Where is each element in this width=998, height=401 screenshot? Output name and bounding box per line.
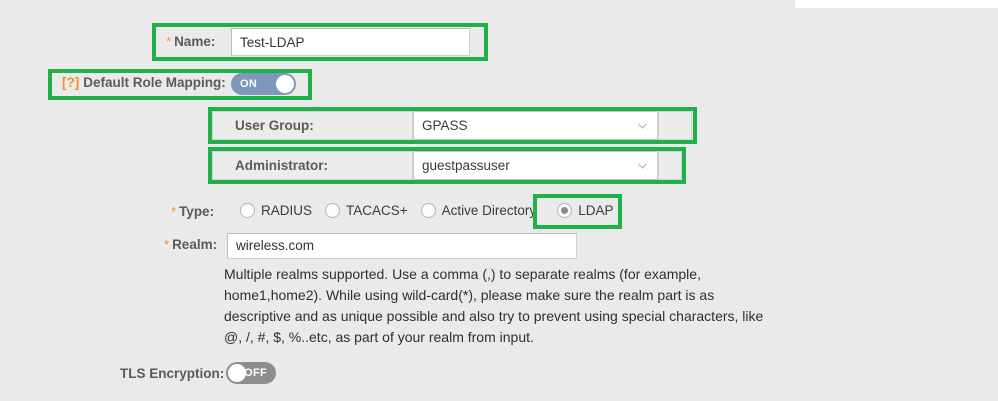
default-role-mapping-toggle-state: ON [240, 78, 258, 90]
type-option-radius[interactable]: RADIUS [240, 203, 312, 218]
type-option-ldap-label: LDAP [578, 203, 614, 218]
required-marker-icon: * [171, 204, 177, 219]
administrator-trailing-cell [658, 151, 682, 180]
type-option-active-directory-label: Active Directory [441, 203, 537, 218]
toggle-knob-icon [228, 364, 246, 382]
realm-label: Realm: [172, 237, 218, 252]
user-group-select[interactable]: GPASS [413, 111, 658, 140]
chevron-down-icon [637, 163, 648, 169]
toggle-knob-icon [276, 75, 294, 93]
help-question-icon: [?] [62, 75, 80, 90]
user-group-label: User Group: [235, 118, 314, 133]
type-radio-group[interactable]: RADIUS TACACS+ Active Directory LDAP [240, 203, 613, 218]
tls-encryption-toggle[interactable]: OFF [226, 362, 276, 384]
tls-encryption-label: TLS Encryption: [120, 366, 225, 381]
radio-unchecked-icon[interactable] [420, 203, 436, 218]
type-option-tacacs[interactable]: TACACS+ [325, 203, 408, 218]
user-group-trailing-cell [658, 111, 692, 140]
required-marker-icon: * [164, 237, 170, 252]
user-group-selected-value: GPASS [422, 118, 468, 133]
user-group-label-cell: User Group: [212, 111, 413, 140]
realm-help-text: Multiple realms supported. Use a comma (… [224, 266, 764, 345]
tls-encryption-toggle-state: OFF [244, 367, 267, 379]
chevron-down-icon [637, 123, 648, 129]
type-option-active-directory[interactable]: Active Directory [420, 203, 537, 218]
administrator-select[interactable]: guestpassuser [413, 151, 658, 180]
default-role-mapping-label-group: [?] Default Role Mapping: [62, 75, 226, 90]
name-label: Name: [174, 34, 216, 49]
realm-field-label: * Realm: [164, 237, 217, 252]
administrator-selected-value: guestpassuser [422, 158, 510, 173]
radio-unchecked-icon[interactable] [325, 203, 341, 218]
top-edge-strip [795, 0, 998, 8]
name-field-label: * Name: [166, 34, 215, 49]
realm-input[interactable] [227, 233, 577, 259]
type-label: Type: [179, 204, 215, 219]
type-option-tacacs-label: TACACS+ [346, 203, 408, 218]
default-role-mapping-label: Default Role Mapping: [83, 75, 226, 90]
type-option-ldap[interactable]: LDAP [557, 203, 613, 218]
radio-checked-icon[interactable] [557, 203, 573, 218]
type-field-label: * Type: [171, 204, 214, 219]
administrator-label: Administrator: [235, 158, 329, 173]
radio-unchecked-icon[interactable] [240, 203, 255, 218]
required-marker-icon: * [166, 34, 172, 49]
type-option-radius-label: RADIUS [261, 203, 313, 218]
administrator-label-cell: Administrator: [212, 151, 413, 180]
name-input[interactable] [231, 28, 470, 56]
default-role-mapping-toggle[interactable]: ON [231, 73, 296, 95]
